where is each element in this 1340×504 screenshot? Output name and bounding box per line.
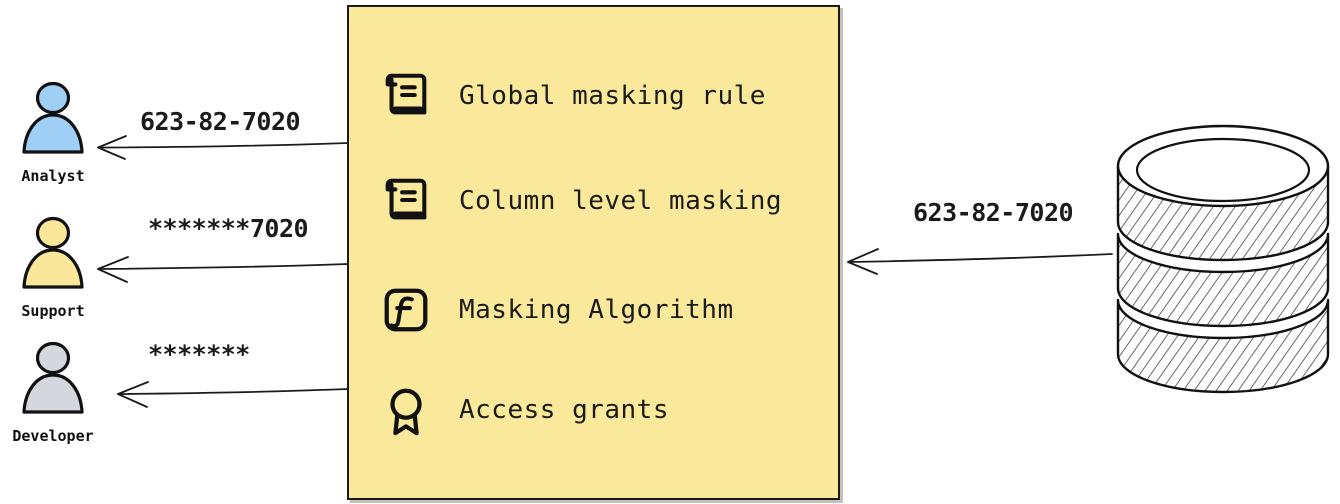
policy-item-global-masking-rule[interactable]: Global masking rule: [379, 65, 766, 127]
actor-label: Developer: [12, 427, 94, 445]
policy-item-label: Masking Algorithm: [459, 295, 734, 325]
function-box-icon: [384, 288, 428, 332]
policy-panel: Global masking rule Column level masking…: [347, 5, 840, 500]
actor-analyst[interactable]: Analyst: [0, 80, 108, 185]
scroll-document-icon: [385, 73, 427, 115]
policy-item-column-level-masking[interactable]: Column level masking: [379, 170, 782, 232]
award-ribbon-icon: [390, 388, 422, 436]
actor-support[interactable]: Support: [0, 215, 108, 320]
person-icon: [22, 81, 84, 154]
flow-label-support: *******7020: [148, 214, 309, 243]
policy-item-label: Column level masking: [459, 186, 783, 216]
scroll-document-icon: [385, 178, 427, 220]
arrow-to-developer: [117, 381, 350, 408]
actor-developer[interactable]: Developer: [0, 340, 108, 445]
arrow-from-database: [847, 248, 1113, 275]
policy-item-access-grants[interactable]: Access grants: [379, 379, 669, 441]
database-cylinder-icon[interactable]: [1110, 118, 1336, 398]
person-icon: [22, 341, 84, 414]
flow-label-developer: *******: [148, 340, 250, 369]
arrow-to-support: [97, 256, 349, 283]
flow-label-database: 623-82-7020: [913, 198, 1074, 227]
policy-item-label: Access grants: [459, 395, 669, 425]
actor-label: Analyst: [21, 167, 85, 185]
actor-label: Support: [21, 302, 85, 320]
person-icon: [22, 216, 84, 289]
flow-label-analyst: 623-82-7020: [140, 107, 301, 136]
policy-item-masking-algorithm[interactable]: Masking Algorithm: [379, 279, 734, 341]
policy-item-label: Global masking rule: [459, 81, 766, 111]
